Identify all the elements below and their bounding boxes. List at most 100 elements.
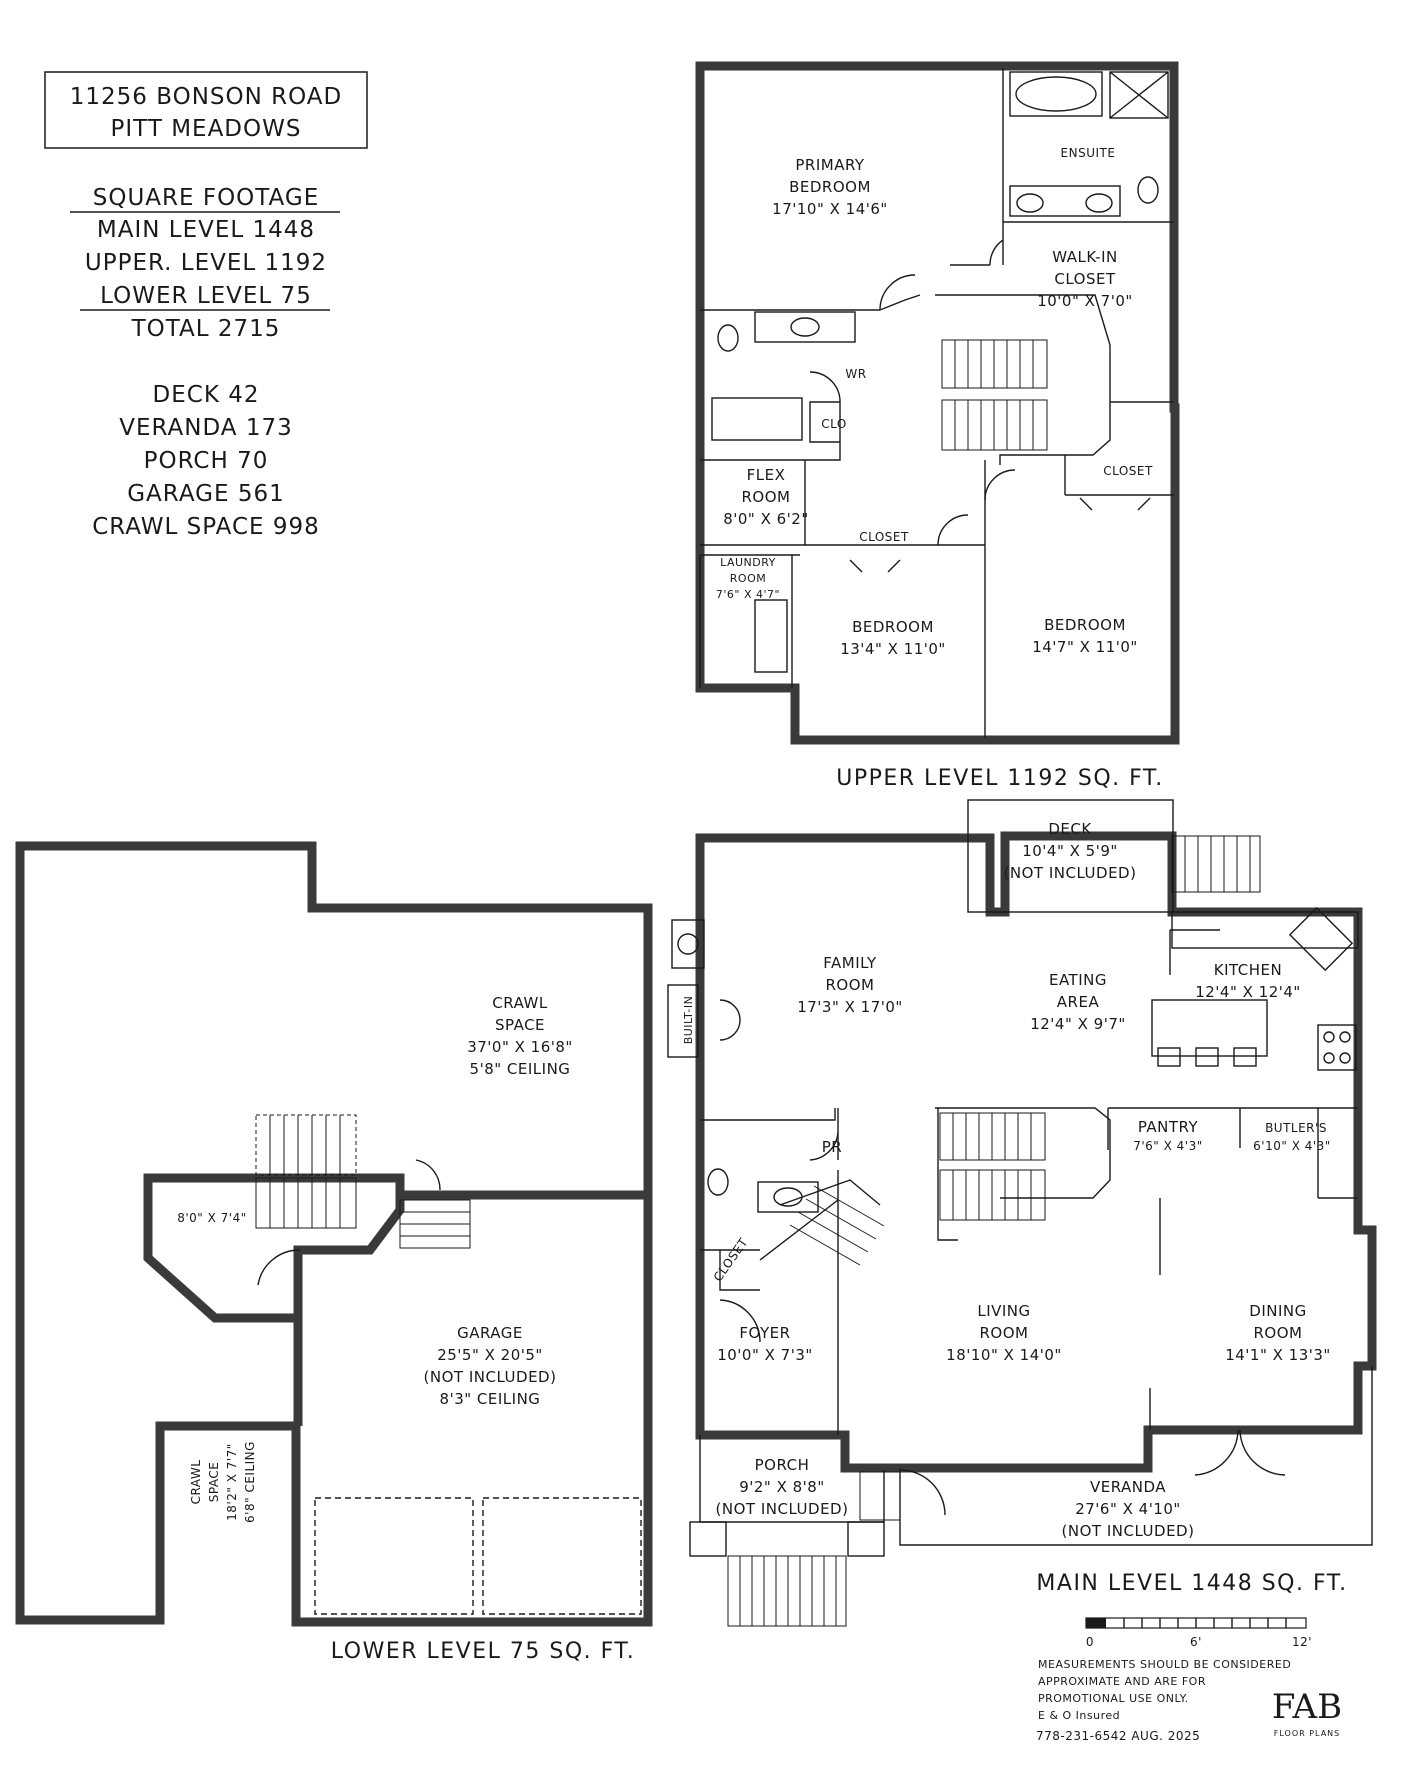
living-label-1: LIVING: [977, 1302, 1030, 1320]
veranda-steps: [859, 1471, 901, 1521]
fireplace-opening: [677, 933, 699, 955]
foyer-label: FOYER: [739, 1324, 790, 1342]
veranda-label: VERANDA: [1090, 1478, 1166, 1496]
scale-bar: 0 6' 12': [1085, 1617, 1312, 1649]
porch-outline: [699, 1435, 885, 1523]
veranda-dim: 27'6" X 4'10": [1075, 1500, 1181, 1518]
dining-label-1: DINING: [1249, 1302, 1306, 1320]
disclaimer-line4: E & O Insured: [1038, 1709, 1120, 1722]
kitchen-counter: [1171, 911, 1359, 949]
flex-label-1: FLEX: [747, 466, 786, 484]
upper-level-title: UPPER LEVEL 1192 SQ. FT.: [836, 766, 1164, 791]
walkin-label-1: WALK-IN: [1052, 248, 1117, 266]
laundry-label-2: ROOM: [730, 572, 766, 585]
garage-door-1: [314, 1497, 474, 1615]
burner-icon: [1339, 1052, 1351, 1064]
main-door-arcs: [719, 999, 1286, 1516]
upper-level-plan: PRIMARY BEDROOM 17'10" X 14'6" ENSUITE W…: [695, 61, 1180, 791]
closet-a-label: CLOSET: [859, 530, 909, 544]
closet-b-label: CLOSET: [1103, 464, 1153, 478]
crawl-b-ceiling: 6'8" CEILING: [243, 1441, 257, 1523]
wr-tub: [711, 397, 803, 441]
burner-icon: [1323, 1031, 1335, 1043]
porch-note: (NOT INCLUDED): [716, 1500, 849, 1518]
foyer-dim: 10'0" X 7'3": [717, 1346, 813, 1364]
crawl-ceiling: 5'8" CEILING: [470, 1060, 571, 1078]
ensuite-shower-x: [1109, 71, 1169, 119]
main-level-plan: DECK 10'4" X 5'9" (NOT INCLUDED) FAMILY …: [667, 799, 1377, 1627]
butler-label: BUTLER'S: [1265, 1121, 1327, 1135]
crawl-label-2: SPACE: [495, 1016, 545, 1034]
disclaimer: MEASUREMENTS SHOULD BE CONSIDERED APPROX…: [1036, 1658, 1291, 1743]
garage-ceiling: 8'3" CEILING: [440, 1390, 541, 1408]
flex-label-2: ROOM: [742, 488, 791, 506]
main-level-title: MAIN LEVEL 1448 SQ. FT.: [1036, 1571, 1347, 1596]
scale-6: 6': [1190, 1635, 1202, 1649]
extra-deck: DECK 42: [153, 382, 260, 408]
ensuite-sink-1: [1016, 193, 1044, 213]
lower-level-title: LOWER LEVEL 75 SQ. FT.: [331, 1639, 635, 1664]
scale-0: 0: [1086, 1635, 1094, 1649]
scale-bar-ticks: [1123, 1618, 1287, 1628]
pr-toilet: [707, 1168, 729, 1196]
bedroom-2-dim: 14'7" X 11'0": [1032, 638, 1138, 656]
eating-label-1: EATING: [1049, 971, 1107, 989]
bedroom-1-label: BEDROOM: [852, 618, 934, 636]
small-room-dim: 8'0" X 7'4": [177, 1211, 247, 1225]
footage-main: MAIN LEVEL 1448: [97, 217, 315, 243]
crawl-b-dim: 18'2" X 7'7": [225, 1443, 239, 1521]
clo-label: CLO: [821, 417, 847, 431]
footage-total: TOTAL 2715: [131, 316, 281, 342]
upper-door-arcs: [809, 239, 1151, 573]
extra-crawl: CRAWL SPACE 998: [92, 514, 320, 540]
living-label-2: ROOM: [980, 1324, 1029, 1342]
deck-label: DECK: [1048, 820, 1092, 838]
flex-dim: 8'0" X 6'2": [723, 510, 809, 528]
living-dim: 18'10" X 14'0": [946, 1346, 1062, 1364]
eating-label-2: AREA: [1057, 993, 1100, 1011]
bedroom-1-dim: 13'4" X 11'0": [840, 640, 946, 658]
kitchen-dim: 12'4" X 12'4": [1195, 983, 1301, 1001]
address-line1: 11256 BONSON ROAD: [70, 84, 343, 110]
disclaimer-line2: APPROXIMATE AND ARE FOR: [1038, 1675, 1206, 1688]
upper-stairs: [941, 339, 1048, 451]
crawl-b-rotated: CRAWL SPACE 18'2" X 7'7" 6'8" CEILING: [189, 1441, 257, 1523]
builtin-label: BUILT-IN: [682, 996, 695, 1045]
porch-steps: [727, 1555, 847, 1627]
extra-veranda: VERANDA 173: [119, 415, 293, 441]
deck-dim: 10'4" X 5'9": [1022, 842, 1118, 860]
lower-divider-walls: [293, 1190, 648, 1426]
burner-icon: [1323, 1052, 1335, 1064]
primary-bedroom-label-1: PRIMARY: [795, 156, 865, 174]
primary-bedroom-label-2: BEDROOM: [789, 178, 871, 196]
ensuite-tub-basin: [1015, 76, 1097, 112]
ensuite-sink-2: [1085, 193, 1113, 213]
crawl-b-label-2: SPACE: [207, 1462, 221, 1503]
family-dim: 17'3" X 17'0": [797, 998, 903, 1016]
deck-stair-treads: [1184, 836, 1251, 892]
porch-step-treads: [739, 1556, 837, 1626]
stool-1: [1157, 1047, 1181, 1067]
address-line2: PITT MEADOWS: [111, 116, 302, 142]
bedroom-2-label: BEDROOM: [1044, 616, 1126, 634]
stool-3: [1233, 1047, 1257, 1067]
fab-logo: FAB FLOOR PLANS: [1272, 1687, 1342, 1738]
dining-dim: 14'1" X 13'3": [1225, 1346, 1331, 1364]
disclaimer-line3: PROMOTIONAL USE ONLY.: [1038, 1692, 1189, 1705]
garage-note: (NOT INCLUDED): [424, 1368, 557, 1386]
lower-exterior-wall: [15, 841, 653, 1627]
veranda-note: (NOT INCLUDED): [1062, 1522, 1195, 1540]
ensuite-tub: [1009, 71, 1103, 117]
walkin-dim: 10'0" X 7'0": [1037, 292, 1133, 310]
fab-logo-sub: FLOOR PLANS: [1274, 1729, 1340, 1738]
wr-sink: [790, 317, 820, 337]
porch-step-block-r: [847, 1521, 885, 1557]
stool-2: [1195, 1047, 1219, 1067]
ensuite-toilet: [1137, 176, 1159, 204]
info-block: 11256 BONSON ROAD PITT MEADOWS SQUARE FO…: [44, 71, 368, 540]
pantry-label: PANTRY: [1138, 1118, 1199, 1136]
address-box: [44, 71, 368, 149]
garage-door-2: [482, 1497, 642, 1615]
pr-vanity: [757, 1181, 819, 1213]
ensuite-vanity: [1009, 185, 1121, 217]
